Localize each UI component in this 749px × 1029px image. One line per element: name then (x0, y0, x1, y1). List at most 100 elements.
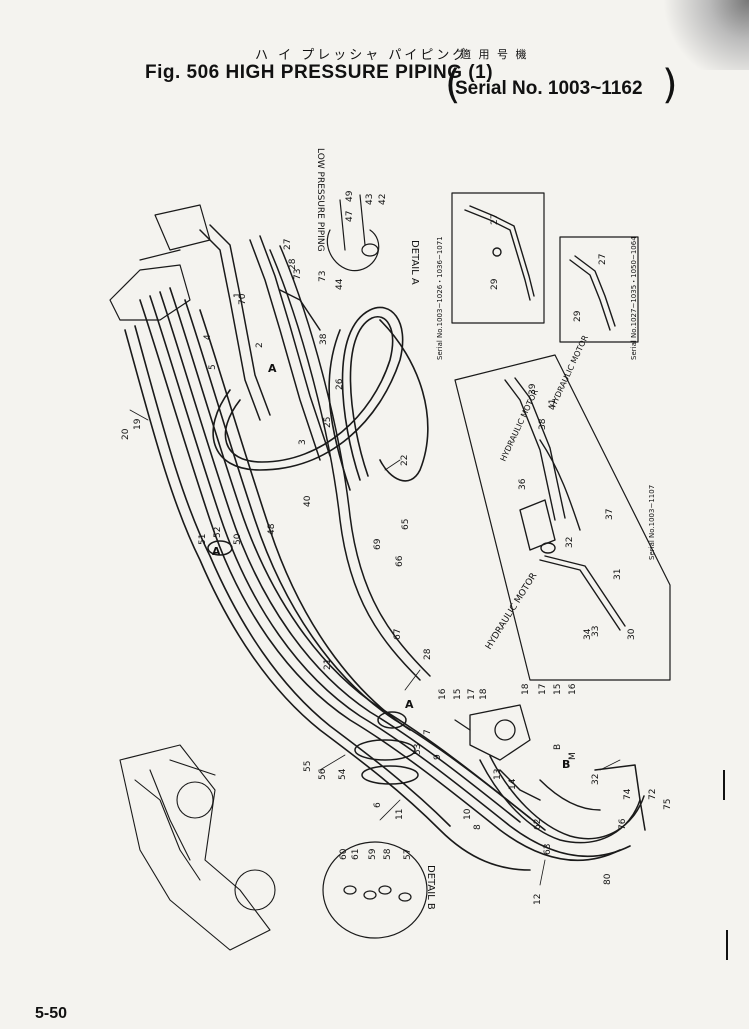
svg-text:52: 52 (213, 527, 223, 538)
svg-text:54: 54 (338, 768, 348, 780)
svg-text:41: 41 (548, 399, 558, 410)
low-pressure-piping-label: LOW PRESSURE PIPING (315, 148, 325, 252)
inset-serial-2: Serial No.1027~1035・1050~1064 (630, 236, 638, 360)
svg-text:66: 66 (395, 555, 405, 567)
svg-text:21: 21 (323, 659, 333, 670)
svg-text:80: 80 (603, 873, 613, 885)
svg-text:8: 8 (473, 824, 483, 830)
detail-b-parts (343, 885, 412, 902)
svg-text:4: 4 (203, 334, 213, 340)
margin-marks (723, 770, 728, 960)
svg-text:16: 16 (568, 683, 578, 695)
svg-text:26: 26 (335, 378, 345, 390)
svg-text:15: 15 (453, 689, 463, 700)
looping-hoses (212, 306, 429, 491)
inset-motor-label-2: HYDRAULIC MOTOR (549, 333, 591, 408)
detail-a-label: DETAIL A (409, 240, 420, 285)
svg-text:39: 39 (528, 383, 538, 395)
svg-text:A: A (405, 698, 414, 711)
svg-text:28: 28 (288, 258, 298, 270)
svg-text:A: A (212, 545, 221, 558)
svg-text:65: 65 (401, 519, 411, 530)
detail-b-circle (322, 841, 428, 939)
svg-text:28: 28 (423, 648, 433, 660)
main-pipe-bundle (124, 287, 631, 871)
svg-text:10: 10 (463, 808, 473, 820)
svg-text:47: 47 (345, 211, 355, 222)
lower-hoses (479, 755, 646, 844)
connector-a (207, 540, 419, 785)
svg-text:11: 11 (395, 809, 405, 820)
svg-text:42: 42 (378, 194, 388, 205)
svg-text:25: 25 (323, 417, 333, 428)
svg-text:57: 57 (403, 849, 413, 860)
svg-text:M: M (568, 752, 578, 760)
svg-text:72: 72 (648, 789, 658, 800)
svg-text:32: 32 (591, 774, 601, 785)
hydraulic-motor-sketch (454, 704, 531, 761)
detail-b-label: DETAIL B (425, 865, 436, 910)
kana-title: ハ イ プレッシャ パイピング (255, 48, 469, 63)
svg-text:A: A (268, 362, 277, 375)
page-number: 5-50 (35, 1005, 68, 1022)
svg-text:59: 59 (368, 848, 378, 860)
svg-text:16: 16 (438, 688, 448, 700)
svg-text:6: 6 (373, 802, 383, 808)
svg-text:3: 3 (298, 439, 308, 445)
svg-text:62: 62 (533, 819, 543, 830)
svg-text:15: 15 (553, 684, 563, 695)
inset-box-2 (559, 236, 639, 343)
svg-text:53: 53 (413, 744, 423, 755)
svg-text:36: 36 (518, 478, 528, 490)
hydraulic-motor-label: HYDRAULIC MOTOR (484, 571, 539, 651)
svg-text:20: 20 (121, 428, 131, 440)
svg-text:B: B (562, 758, 570, 771)
figure-title: Fig. 506 HIGH PRESSURE PIPING (1) (145, 62, 494, 83)
svg-text:44: 44 (335, 278, 345, 290)
svg-text:27: 27 (598, 254, 608, 265)
svg-text:12: 12 (533, 894, 543, 905)
svg-text:1: 1 (233, 292, 243, 298)
svg-text:40: 40 (303, 495, 313, 507)
svg-text:2: 2 (255, 342, 265, 348)
svg-text:63: 63 (543, 844, 553, 855)
upper-pipes (199, 224, 431, 681)
svg-text:17: 17 (467, 689, 477, 700)
part-callouts: 20 19 4 5 1 70 2 27 28 73 73 49 47 43 42… (121, 190, 673, 905)
svg-text:22: 22 (400, 455, 410, 466)
svg-text:31: 31 (613, 569, 623, 580)
svg-text:33: 33 (591, 626, 601, 637)
inset-box-3 (454, 354, 671, 681)
svg-text:19: 19 (133, 418, 143, 430)
svg-text:73: 73 (318, 271, 328, 282)
svg-text:43: 43 (365, 194, 375, 205)
svg-text:37: 37 (605, 509, 615, 520)
svg-text:27: 27 (490, 214, 500, 225)
svg-text:9: 9 (433, 754, 443, 760)
svg-text:14: 14 (508, 778, 518, 790)
svg-text:50: 50 (233, 533, 243, 545)
svg-text:51: 51 (198, 534, 208, 545)
svg-text:5: 5 (208, 364, 218, 370)
inset-1-pipe (464, 205, 535, 301)
svg-text:27: 27 (283, 239, 293, 250)
kana-serial: 適 用 号 機 (460, 48, 529, 61)
top-left-block (109, 204, 211, 321)
inset-box-1 (451, 192, 545, 324)
svg-text:32: 32 (565, 537, 575, 548)
machine-sketch (119, 744, 276, 951)
svg-text:56: 56 (318, 768, 328, 780)
svg-text:B: B (553, 744, 563, 750)
svg-text:38: 38 (319, 333, 329, 345)
serial-paren-right: ) (662, 62, 678, 108)
svg-text:7: 7 (423, 729, 433, 735)
svg-text:75: 75 (663, 799, 673, 810)
serial-range: Serial No. 1003~1162 (455, 78, 643, 99)
inset-serial-3: Serial No.1003~1107 (648, 485, 656, 560)
svg-text:18: 18 (521, 683, 531, 695)
svg-text:58: 58 (383, 848, 393, 860)
svg-text:76: 76 (618, 818, 628, 830)
inset-2-pipe (569, 255, 616, 331)
svg-text:55: 55 (303, 761, 313, 772)
scan-corner-smudge (659, 0, 749, 70)
